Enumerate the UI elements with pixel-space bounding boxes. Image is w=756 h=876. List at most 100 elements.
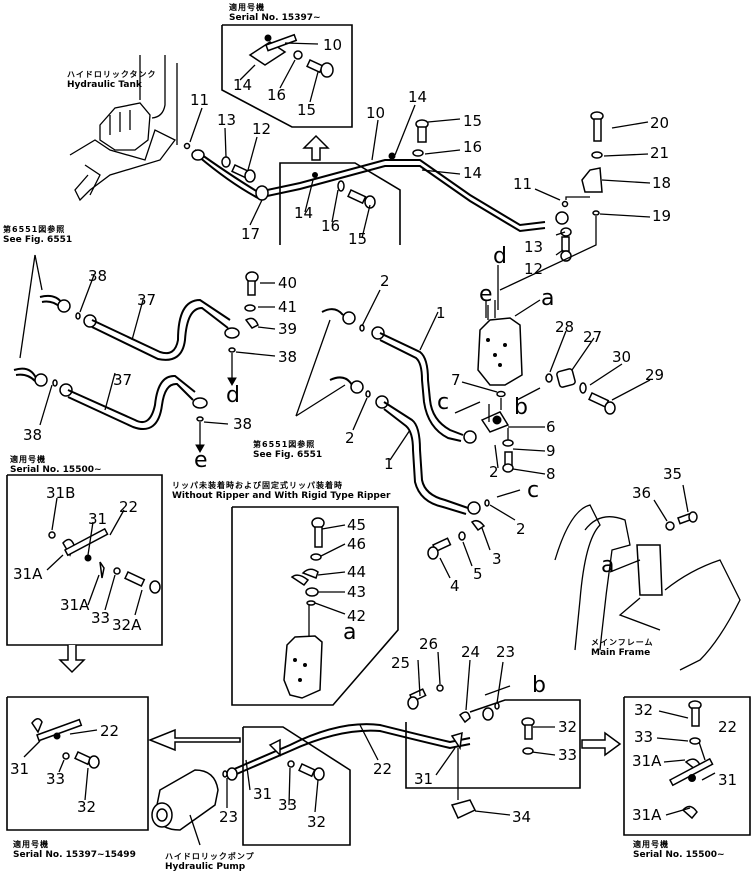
arrow-right-icon bbox=[581, 731, 622, 757]
part-label: 15 bbox=[463, 112, 483, 130]
part-label: 16 bbox=[267, 86, 287, 104]
bracket-34 bbox=[450, 799, 477, 820]
part-label: 33 bbox=[46, 770, 66, 788]
port-letter-a-frame: a bbox=[601, 553, 615, 578]
part-label: 23 bbox=[496, 643, 516, 661]
port-letter-a-inset: a bbox=[343, 620, 357, 645]
part-label: 38 bbox=[88, 267, 108, 285]
bolt-20 bbox=[590, 111, 604, 142]
part-label: 21 bbox=[650, 144, 670, 162]
part-label: 26 bbox=[419, 635, 439, 653]
arrow-left-icon bbox=[147, 728, 241, 752]
part-label: 25 bbox=[391, 654, 411, 672]
part-label: 32 bbox=[77, 798, 97, 816]
part-label: 37 bbox=[137, 291, 157, 309]
arrow-up-icon bbox=[58, 645, 86, 674]
center-inset-border bbox=[279, 162, 401, 245]
part-label: 28 bbox=[555, 318, 575, 336]
part-label: 31 bbox=[253, 785, 273, 803]
part-label: 17 bbox=[241, 225, 261, 243]
part-label: 16 bbox=[463, 138, 483, 156]
part-label: 22 bbox=[718, 718, 738, 736]
part-label: 33 bbox=[278, 796, 298, 814]
part-label: 13 bbox=[524, 238, 544, 256]
part-label: 12 bbox=[252, 120, 272, 138]
part-label: 2 bbox=[489, 463, 499, 481]
bottom-left-inset bbox=[6, 696, 241, 831]
arrow-up-icon bbox=[302, 134, 330, 161]
part-label: 22 bbox=[119, 498, 139, 516]
part-label: 40 bbox=[278, 274, 298, 292]
part-label: 27 bbox=[583, 328, 603, 346]
part-label: 42 bbox=[347, 607, 367, 625]
port-letter-e-tube: e bbox=[194, 448, 208, 473]
bottom-center-inset bbox=[222, 684, 622, 846]
part-label: 12 bbox=[524, 260, 544, 278]
part-label: 18 bbox=[652, 174, 672, 192]
part-label: 10 bbox=[366, 104, 386, 122]
part-label: 3 bbox=[492, 550, 502, 568]
port-letter-d: d bbox=[493, 244, 507, 269]
part-label: 31A bbox=[60, 596, 90, 614]
washer-icon bbox=[293, 50, 303, 60]
port-letter-c-right: c bbox=[527, 478, 540, 503]
bolt-icon bbox=[306, 59, 334, 78]
port-letter-c: c bbox=[437, 390, 450, 415]
part-label: 32 bbox=[307, 813, 327, 831]
part-label: 19 bbox=[652, 207, 672, 225]
part-label: 22 bbox=[373, 760, 393, 778]
part-label: 38 bbox=[278, 348, 298, 366]
part-label: 20 bbox=[650, 114, 670, 132]
tubes-1 bbox=[295, 308, 490, 515]
part-label: 11 bbox=[513, 175, 533, 193]
bracket-18 bbox=[581, 167, 603, 193]
part-label: 7 bbox=[451, 371, 461, 389]
part-label: 43 bbox=[347, 583, 367, 601]
part-label: 31 bbox=[414, 770, 434, 788]
part-label: 2 bbox=[345, 429, 355, 447]
part-label: 2 bbox=[516, 520, 526, 538]
tubes-37 bbox=[13, 254, 259, 454]
part-label: 31 bbox=[718, 771, 738, 789]
part-label: 9 bbox=[546, 442, 556, 460]
part-label: 33 bbox=[558, 746, 578, 764]
part-label: 14 bbox=[294, 204, 314, 222]
part-label: 24 bbox=[461, 643, 481, 661]
part-label: 16 bbox=[321, 217, 341, 235]
leader-lines bbox=[23, 104, 716, 816]
part-label: 44 bbox=[347, 563, 367, 581]
top-inset bbox=[221, 24, 353, 128]
part-label: 23 bbox=[219, 808, 239, 826]
part-label: 30 bbox=[612, 348, 632, 366]
part-label: 15 bbox=[297, 101, 317, 119]
part-label: 14 bbox=[463, 164, 483, 182]
part-label: 5 bbox=[473, 565, 483, 583]
part-label: 39 bbox=[278, 320, 298, 338]
part-label: 1 bbox=[436, 304, 446, 322]
part-label: 32 bbox=[634, 701, 654, 719]
part-label: 38 bbox=[233, 415, 253, 433]
part-label: 31B bbox=[46, 484, 76, 502]
part-label: 2 bbox=[380, 272, 390, 290]
part-label: 13 bbox=[217, 111, 237, 129]
part-label: 15 bbox=[348, 230, 368, 248]
part-label: 31 bbox=[10, 760, 30, 778]
top-inset-border bbox=[221, 24, 353, 128]
part-label: 35 bbox=[663, 465, 683, 483]
part-label: 34 bbox=[512, 808, 532, 826]
part-label: 11 bbox=[190, 91, 210, 109]
port-letter-e: e bbox=[479, 282, 493, 307]
part-label: 32A bbox=[112, 616, 142, 634]
port-letter-b: b bbox=[514, 395, 528, 420]
part-label: 45 bbox=[347, 516, 367, 534]
part-label: 38 bbox=[23, 426, 43, 444]
part-label: 8 bbox=[546, 465, 556, 483]
port-letter-d-tube: d bbox=[226, 383, 240, 408]
